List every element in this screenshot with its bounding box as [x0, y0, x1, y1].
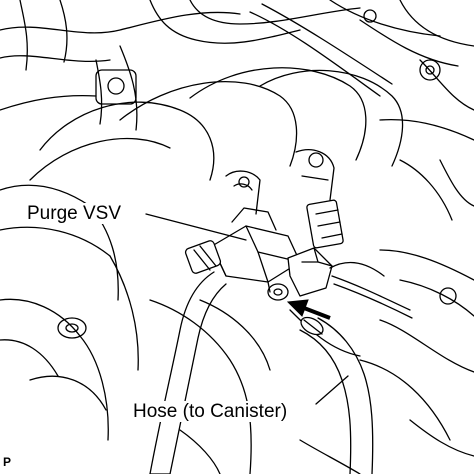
hose-to-canister-label: Hose (to Canister) [130, 401, 291, 422]
figure-code-label: P [3, 455, 12, 469]
intake-manifold-runners [0, 67, 404, 371]
vacuum-hose-left [149, 271, 227, 474]
vsv-bracket [225, 149, 335, 215]
manifold-lower-body [0, 249, 474, 474]
engine-background [0, 0, 474, 221]
purge-vsv-leader [145, 213, 247, 241]
canister-hose [299, 316, 374, 474]
hose-leader [315, 375, 349, 405]
purge-vsv-label: Purge VSV [24, 203, 124, 224]
purge-vsv [184, 207, 301, 301]
push-arrow-icon [286, 299, 331, 320]
vsv-connector [287, 199, 413, 319]
